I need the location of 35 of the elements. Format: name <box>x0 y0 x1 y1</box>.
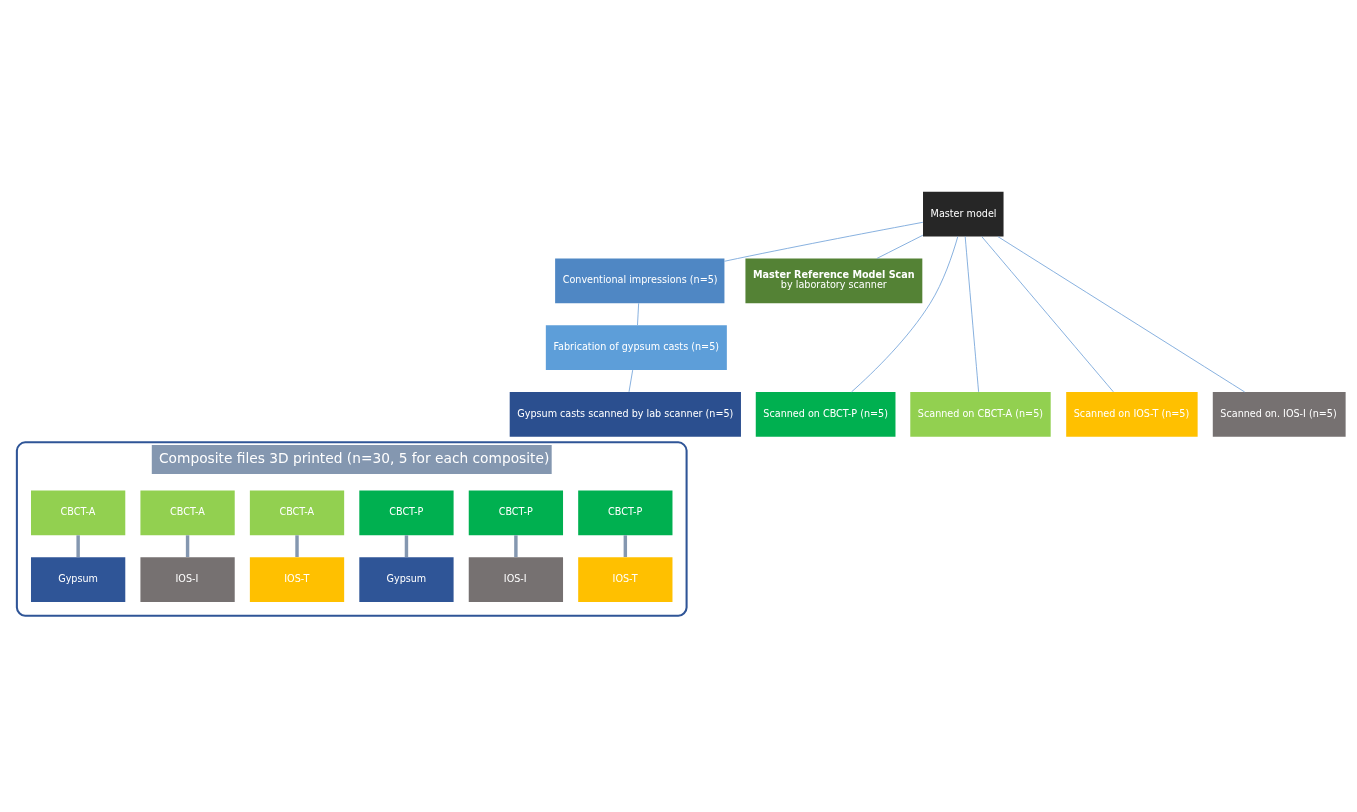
node-box: Conventional impressions (n=5) <box>555 258 725 303</box>
node-box: IOS-T <box>249 556 345 602</box>
node-box: CBCT-P <box>359 489 454 535</box>
connector <box>851 235 959 392</box>
node-box: Master Reference Model Scan by laboratory scanner <box>745 258 923 303</box>
node-box: CBCT-A <box>249 489 345 535</box>
connector <box>628 369 634 392</box>
node-box: Scanned on IOS-T (n=5) <box>1066 391 1198 437</box>
connector <box>295 534 299 557</box>
node-box: IOS-I <box>140 556 235 602</box>
connector <box>724 221 924 262</box>
connector <box>637 302 640 325</box>
connector <box>185 534 190 557</box>
node-box: CBCT-P <box>468 489 564 535</box>
connector <box>964 235 979 392</box>
node-box: Scanned on CBCT-A (n=5) <box>910 391 1051 437</box>
node-box: Gypsum casts scanned by lab scanner (n=5) <box>509 391 741 437</box>
connector <box>76 534 80 557</box>
connector <box>623 534 628 557</box>
node-box: CBCT-A <box>140 489 235 535</box>
node-box: Fabrication of gypsum casts (n=5) <box>545 324 727 370</box>
node-box: Gypsum <box>359 556 454 602</box>
node-box: CBCT-P <box>578 489 673 535</box>
connector <box>981 235 1114 392</box>
node-box: Master model <box>923 191 1004 236</box>
connector <box>404 534 409 557</box>
connector <box>876 234 924 259</box>
connector <box>997 235 1246 392</box>
node-box: CBCT-A <box>31 489 126 535</box>
node-box: IOS-I <box>468 556 564 602</box>
node-box: IOS-T <box>578 556 673 602</box>
node-box: Scanned on CBCT-P (n=5) <box>755 391 896 437</box>
node-box: Scanned on. IOS-I (n=5) <box>1212 391 1346 437</box>
connector <box>514 534 518 557</box>
node-box: Gypsum <box>31 556 126 602</box>
